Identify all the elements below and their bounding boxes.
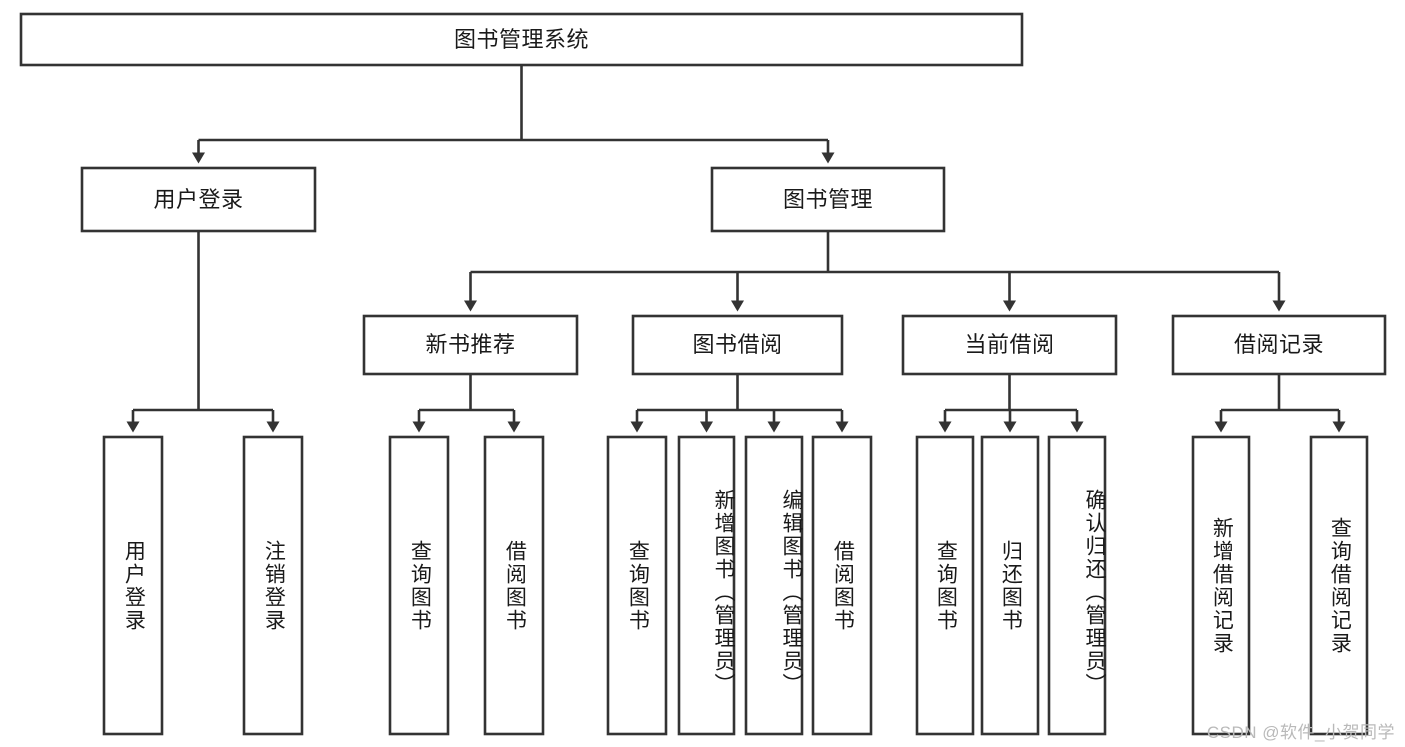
node-box-current-borrow[interactable] [901,314,1118,376]
node-box-leaf-add-book[interactable] [677,435,736,736]
node-box-leaf-query-record[interactable] [1309,435,1369,736]
node-box-leaf-query-book-2[interactable] [606,435,668,736]
node-box-book-manage[interactable] [710,166,946,233]
node-box-root[interactable] [19,12,1024,67]
node-box-leaf-user-login[interactable] [102,435,164,736]
box-layer [19,12,1387,736]
node-box-leaf-borrow-book-1[interactable] [483,435,545,736]
node-box-leaf-return-book[interactable] [980,435,1040,736]
node-box-leaf-edit-book[interactable] [744,435,804,736]
node-box-leaf-confirm-return[interactable] [1047,435,1107,736]
node-box-borrow-record[interactable] [1171,314,1387,376]
watermark: CSDN @软件_小贺同学 [1206,723,1395,742]
node-box-leaf-query-book-3[interactable] [915,435,975,736]
node-box-new-book-rec[interactable] [362,314,579,376]
node-box-leaf-add-record[interactable] [1191,435,1251,736]
node-box-leaf-logout[interactable] [242,435,304,736]
node-box-leaf-query-book-1[interactable] [388,435,450,736]
node-box-leaf-borrow-book-2[interactable] [811,435,873,736]
node-box-book-borrow[interactable] [631,314,844,376]
node-box-user-login[interactable] [80,166,317,233]
connector-layer [126,66,1346,433]
